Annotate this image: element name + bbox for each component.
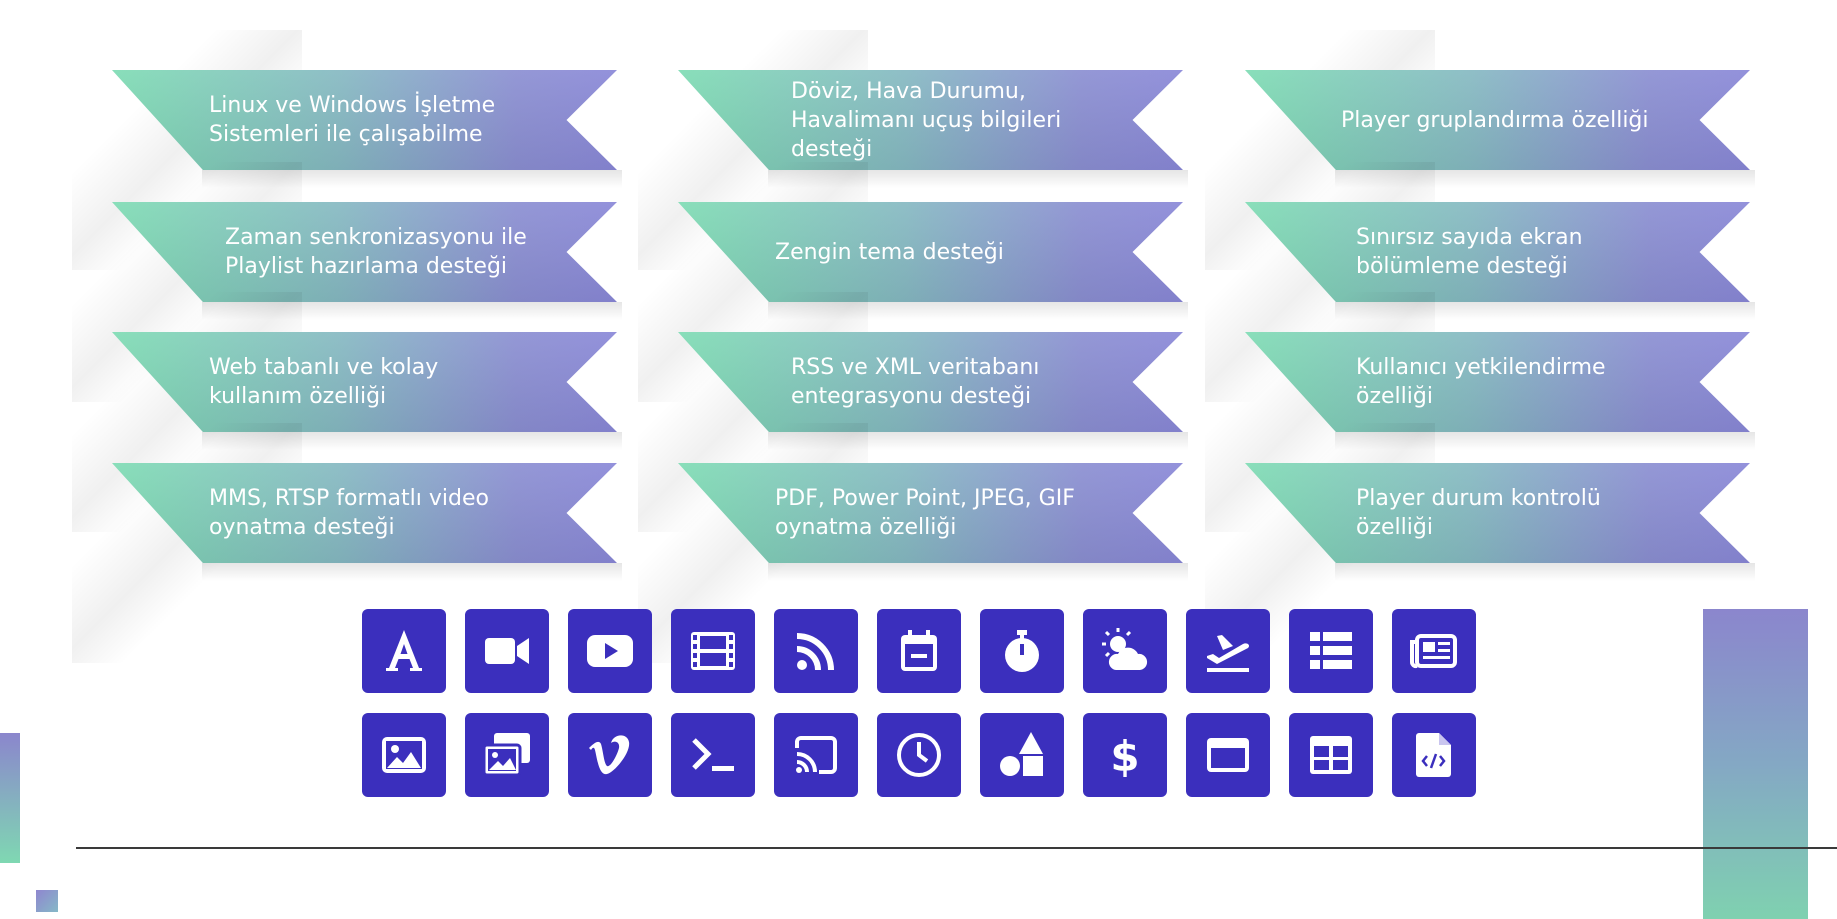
window-icon <box>1186 713 1270 797</box>
dollar-icon: $ <box>1083 713 1167 797</box>
banner-player-status: Player durum kontrolü özelliği <box>1205 423 1755 663</box>
cast-icon <box>774 713 858 797</box>
airplane-departure-icon <box>1186 609 1270 693</box>
banner-text: RSS ve XML veritabanı entegrasyonu deste… <box>791 355 1040 409</box>
stopwatch-icon <box>980 609 1064 693</box>
divider-line <box>76 847 1837 849</box>
vimeo-icon <box>568 713 652 797</box>
decor-bar-right <box>1703 609 1808 919</box>
terminal-icon <box>671 713 755 797</box>
banner-rich-theme: Zengin tema desteği <box>638 162 1188 402</box>
banner-rss-xml: RSS ve XML veritabanı entegrasyonu deste… <box>638 292 1188 532</box>
banner-text: Zengin tema desteği <box>775 239 1004 265</box>
banner-text: Zaman senkronizasyonu ile Playlist hazır… <box>225 225 527 279</box>
newspaper-icon <box>1392 609 1476 693</box>
table-icon <box>1289 713 1373 797</box>
banner-pdf-ppt: PDF, Power Point, JPEG, GIF oynatma özel… <box>638 423 1188 663</box>
banner-currency-weather: Döviz, Hava Durumu, Havalimanı uçuş bilg… <box>638 30 1188 270</box>
banner-text: Linux ve Windows İşletme Sistemleri ile … <box>209 93 496 147</box>
banner-linux-windows: Linux ve Windows İşletme Sistemleri ile … <box>72 30 622 270</box>
banner-unlimited-split: Sınırsız sayıda ekran bölümleme desteği <box>1205 162 1755 402</box>
banner-mms-rtsp: MMS, RTSP formatlı video oynatma desteği <box>72 423 622 663</box>
video-camera-icon <box>465 609 549 693</box>
film-icon <box>671 609 755 693</box>
banner-text: Sınırsız sayıda ekran bölümleme desteği <box>1356 225 1583 279</box>
youtube-icon <box>568 609 652 693</box>
banner-user-authorization: Kullanıcı yetkilendirme özelliği <box>1205 292 1755 532</box>
calendar-icon <box>877 609 961 693</box>
weather-icon <box>1083 609 1167 693</box>
shapes-icon <box>980 713 1064 797</box>
svg-text:$: $ <box>1110 732 1139 781</box>
decor-square <box>36 890 58 912</box>
banner-text: Döviz, Hava Durumu, Havalimanı uçuş bilg… <box>791 78 1062 162</box>
banner-time-sync-playlist: Zaman senkronizasyonu ile Playlist hazır… <box>72 162 622 402</box>
banner-text: Player durum kontrolü özelliği <box>1356 486 1601 540</box>
banner-player-grouping: Player gruplandırma özelliği <box>1205 30 1755 270</box>
banner-text: MMS, RTSP formatlı video oynatma desteği <box>209 486 489 540</box>
list-icon <box>1289 609 1373 693</box>
rss-icon <box>774 609 858 693</box>
banner-text: Web tabanlı ve kolay kullanım özelliği <box>209 355 439 409</box>
image-icon <box>362 713 446 797</box>
banner-text: Player gruplandırma özelliği <box>1341 107 1649 133</box>
banner-web-based: Web tabanlı ve kolay kullanım özelliği <box>72 292 622 532</box>
font-icon <box>362 609 446 693</box>
banner-text: Kullanıcı yetkilendirme özelliği <box>1356 355 1606 409</box>
gallery-icon <box>465 713 549 797</box>
decor-bar-left <box>0 733 20 863</box>
file-code-icon <box>1392 713 1476 797</box>
clock-icon <box>877 713 961 797</box>
banner-text: PDF, Power Point, JPEG, GIF oynatma özel… <box>775 486 1075 540</box>
